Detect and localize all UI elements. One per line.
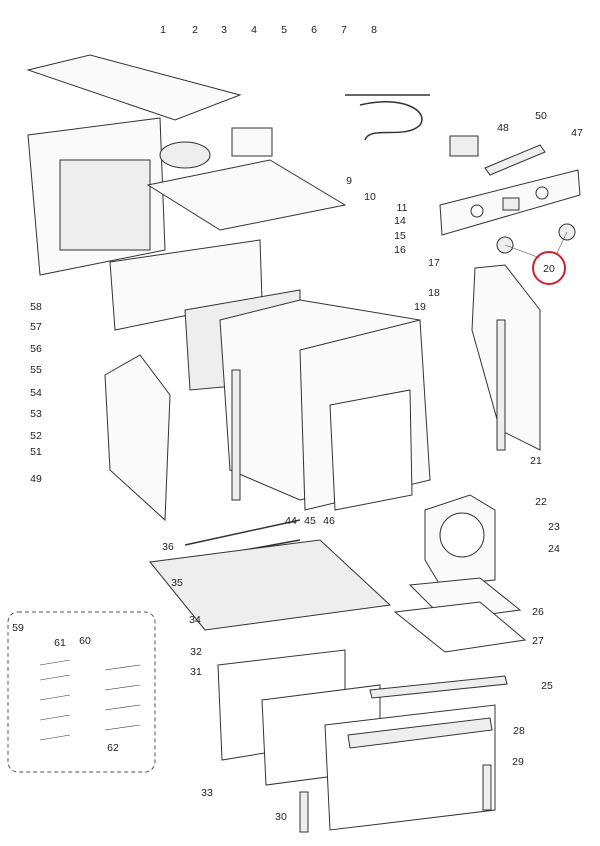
part-callout-1: 1 <box>160 24 166 36</box>
part-callout-54: 54 <box>30 387 42 399</box>
part-callout-62: 62 <box>107 742 119 754</box>
bottom-plate <box>149 539 392 631</box>
part-callout-52: 52 <box>30 430 42 442</box>
leader-line <box>556 231 568 254</box>
hinge-right <box>482 764 492 811</box>
part-callout-61: 61 <box>54 637 66 649</box>
part-callout-31: 31 <box>190 666 202 678</box>
grill-element <box>345 94 430 141</box>
part-callout-44: 44 <box>285 515 297 527</box>
part-callout-32: 32 <box>190 646 202 658</box>
part-callout-21: 21 <box>530 455 542 467</box>
part-callout-48: 48 <box>497 122 509 134</box>
wire-grid <box>393 601 527 653</box>
panel-knob-hole <box>470 204 484 218</box>
leader-line <box>504 244 541 259</box>
shelf-rail-left <box>231 369 241 501</box>
part-callout-35: 35 <box>171 577 183 589</box>
hinge-left <box>299 791 309 833</box>
part-callout-56: 56 <box>30 343 42 355</box>
timer <box>449 135 479 157</box>
door-top-trim <box>369 675 508 699</box>
shelf-rail-right <box>496 319 506 451</box>
door-handle <box>347 717 493 749</box>
part-callout-34: 34 <box>189 614 201 626</box>
fan-motor <box>159 141 211 169</box>
part-callout-22: 22 <box>535 496 547 508</box>
part-callout-50: 50 <box>535 110 547 122</box>
left-side-panel <box>104 354 171 522</box>
part-callout-6: 6 <box>311 24 317 36</box>
part-callout-30: 30 <box>275 811 287 823</box>
part-callout-15: 15 <box>394 230 406 242</box>
part-callout-25: 25 <box>541 680 553 692</box>
part-callout-7: 7 <box>341 24 347 36</box>
part-callout-33: 33 <box>201 787 213 799</box>
part-callout-14: 14 <box>394 215 406 227</box>
highlight-circle <box>532 251 566 285</box>
part-callout-57: 57 <box>30 321 42 333</box>
part-callout-18: 18 <box>428 287 440 299</box>
part-callout-8: 8 <box>371 24 377 36</box>
shelf-runners-inset <box>7 611 156 773</box>
part-callout-11: 11 <box>397 202 408 214</box>
control-board <box>484 144 546 176</box>
top-plate <box>146 159 347 231</box>
top-cover <box>26 54 242 121</box>
part-callout-27: 27 <box>532 635 544 647</box>
part-callout-59: 59 <box>12 622 24 634</box>
part-callout-58: 58 <box>30 301 42 313</box>
part-callout-60: 60 <box>79 635 91 647</box>
panel-display <box>502 197 520 211</box>
part-callout-23: 23 <box>548 521 560 533</box>
part-callout-3: 3 <box>221 24 227 36</box>
part-callout-20: 20 <box>543 263 555 275</box>
part-callout-28: 28 <box>513 725 525 737</box>
door-seal <box>329 389 413 511</box>
part-callout-49: 49 <box>30 473 42 485</box>
part-callout-51: 51 <box>30 446 42 458</box>
shelf-runners <box>39 659 141 741</box>
part-callout-55: 55 <box>30 364 42 376</box>
part-callout-10: 10 <box>364 191 376 203</box>
part-callout-46: 46 <box>323 515 335 527</box>
part-callout-47: 47 <box>571 127 583 139</box>
panel-knob-hole <box>535 186 549 200</box>
part-callout-45: 45 <box>304 515 316 527</box>
fan-grille <box>439 512 485 558</box>
part-callout-26: 26 <box>532 606 544 618</box>
back-panel-inner <box>59 159 151 251</box>
part-callout-17: 17 <box>428 257 440 269</box>
part-callout-24: 24 <box>548 543 560 555</box>
part-callout-29: 29 <box>512 756 524 768</box>
part-callout-2: 2 <box>192 24 198 36</box>
part-callout-16: 16 <box>394 244 406 256</box>
part-callout-53: 53 <box>30 408 42 420</box>
motor-bracket <box>231 127 273 157</box>
part-callout-4: 4 <box>251 24 257 36</box>
right-side-panel <box>471 264 541 451</box>
part-callout-5: 5 <box>281 24 287 36</box>
part-callout-19: 19 <box>414 301 426 313</box>
part-callout-36: 36 <box>162 541 174 553</box>
part-callout-9: 9 <box>346 175 352 187</box>
